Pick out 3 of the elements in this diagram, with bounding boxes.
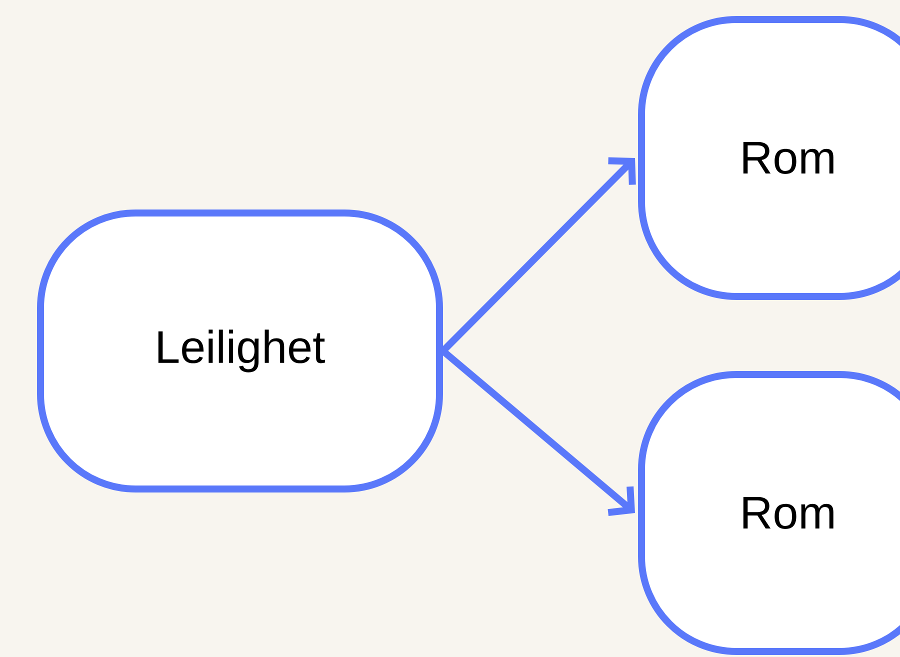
rounded-box: Rom (638, 371, 900, 655)
rounded-box: Rom (638, 16, 900, 300)
rounded-box: Leilighet (37, 210, 443, 492)
